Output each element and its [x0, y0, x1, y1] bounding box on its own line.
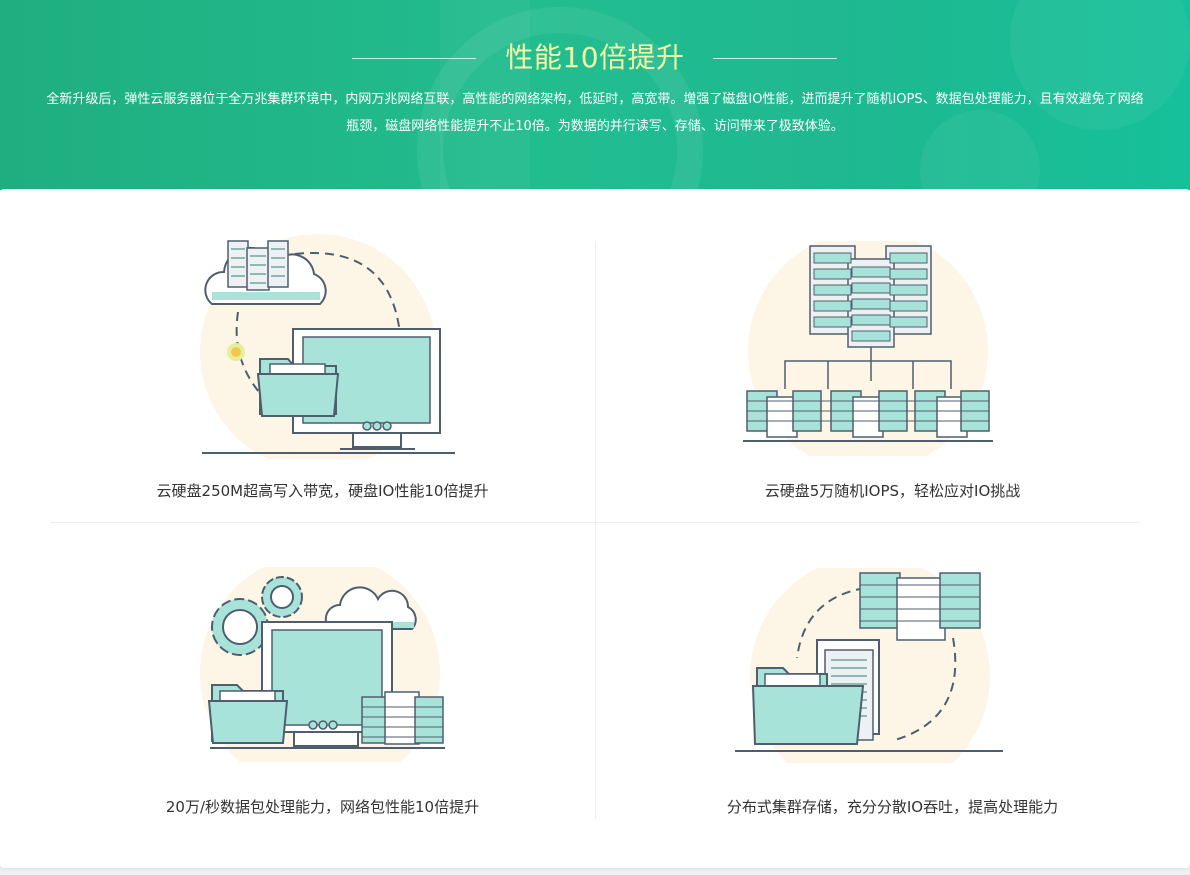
- feature-item-packets: 20万/秒数据包处理能力，网络包性能10倍提升: [0, 523, 595, 816]
- description-line-1: 全新升级后，弹性云服务器位于全万兆集群环境中，内网万兆网络互联，高性能的网络架构…: [46, 92, 1144, 107]
- page-title: 性能10倍提升: [505, 41, 685, 74]
- description-line-2: 瓶颈，磁盘网络性能提升不止10倍。为数据的并行读写、存储、访问带来了极致体验。: [346, 119, 844, 134]
- vertical-divider: [595, 241, 596, 819]
- feature-caption-distributed: 分布式集群存储，充分分散IO吞吐，提高处理能力: [726, 798, 1059, 816]
- feature-caption-packets: 20万/秒数据包处理能力，网络包性能10倍提升: [165, 798, 480, 816]
- feature-item-distributed: 分布式集群存储，充分分散IO吞吐，提高处理能力: [595, 523, 1190, 816]
- feature-item-iops: 云硬盘5万随机IOPS，轻松应对IO挑战: [595, 189, 1190, 500]
- feature-caption-bandwidth: 云硬盘250M超高写入带宽，硬盘IO性能10倍提升: [156, 482, 489, 500]
- gears-monitor-database-icon: [200, 567, 445, 762]
- hero-banner: 性能10倍提升 全新升级后，弹性云服务器位于全万兆集群环境中，内网万兆网络互联，…: [0, 0, 1190, 190]
- banner-decoration: [417, 0, 1190, 190]
- title-right-line: [713, 58, 837, 59]
- horizontal-divider: [50, 522, 1140, 523]
- feature-caption-iops: 云硬盘5万随机IOPS，轻松应对IO挑战: [764, 482, 1021, 500]
- title-left-line: [352, 58, 476, 59]
- server-tree-databases-icon: [743, 241, 993, 456]
- banner-description: 全新升级后，弹性云服务器位于全万兆集群环境中，内网万兆网络互联，高性能的网络架构…: [0, 86, 1190, 140]
- cloud-server-monitor-folder-icon: [200, 234, 455, 459]
- features-card: 云硬盘250M超高写入带宽，硬盘IO性能10倍提升: [0, 189, 1190, 868]
- banner-title-row: 性能10倍提升: [0, 36, 1190, 80]
- distributed-storage-folder-icon: [735, 568, 1003, 763]
- feature-item-bandwidth: 云硬盘250M超高写入带宽，硬盘IO性能10倍提升: [0, 189, 595, 500]
